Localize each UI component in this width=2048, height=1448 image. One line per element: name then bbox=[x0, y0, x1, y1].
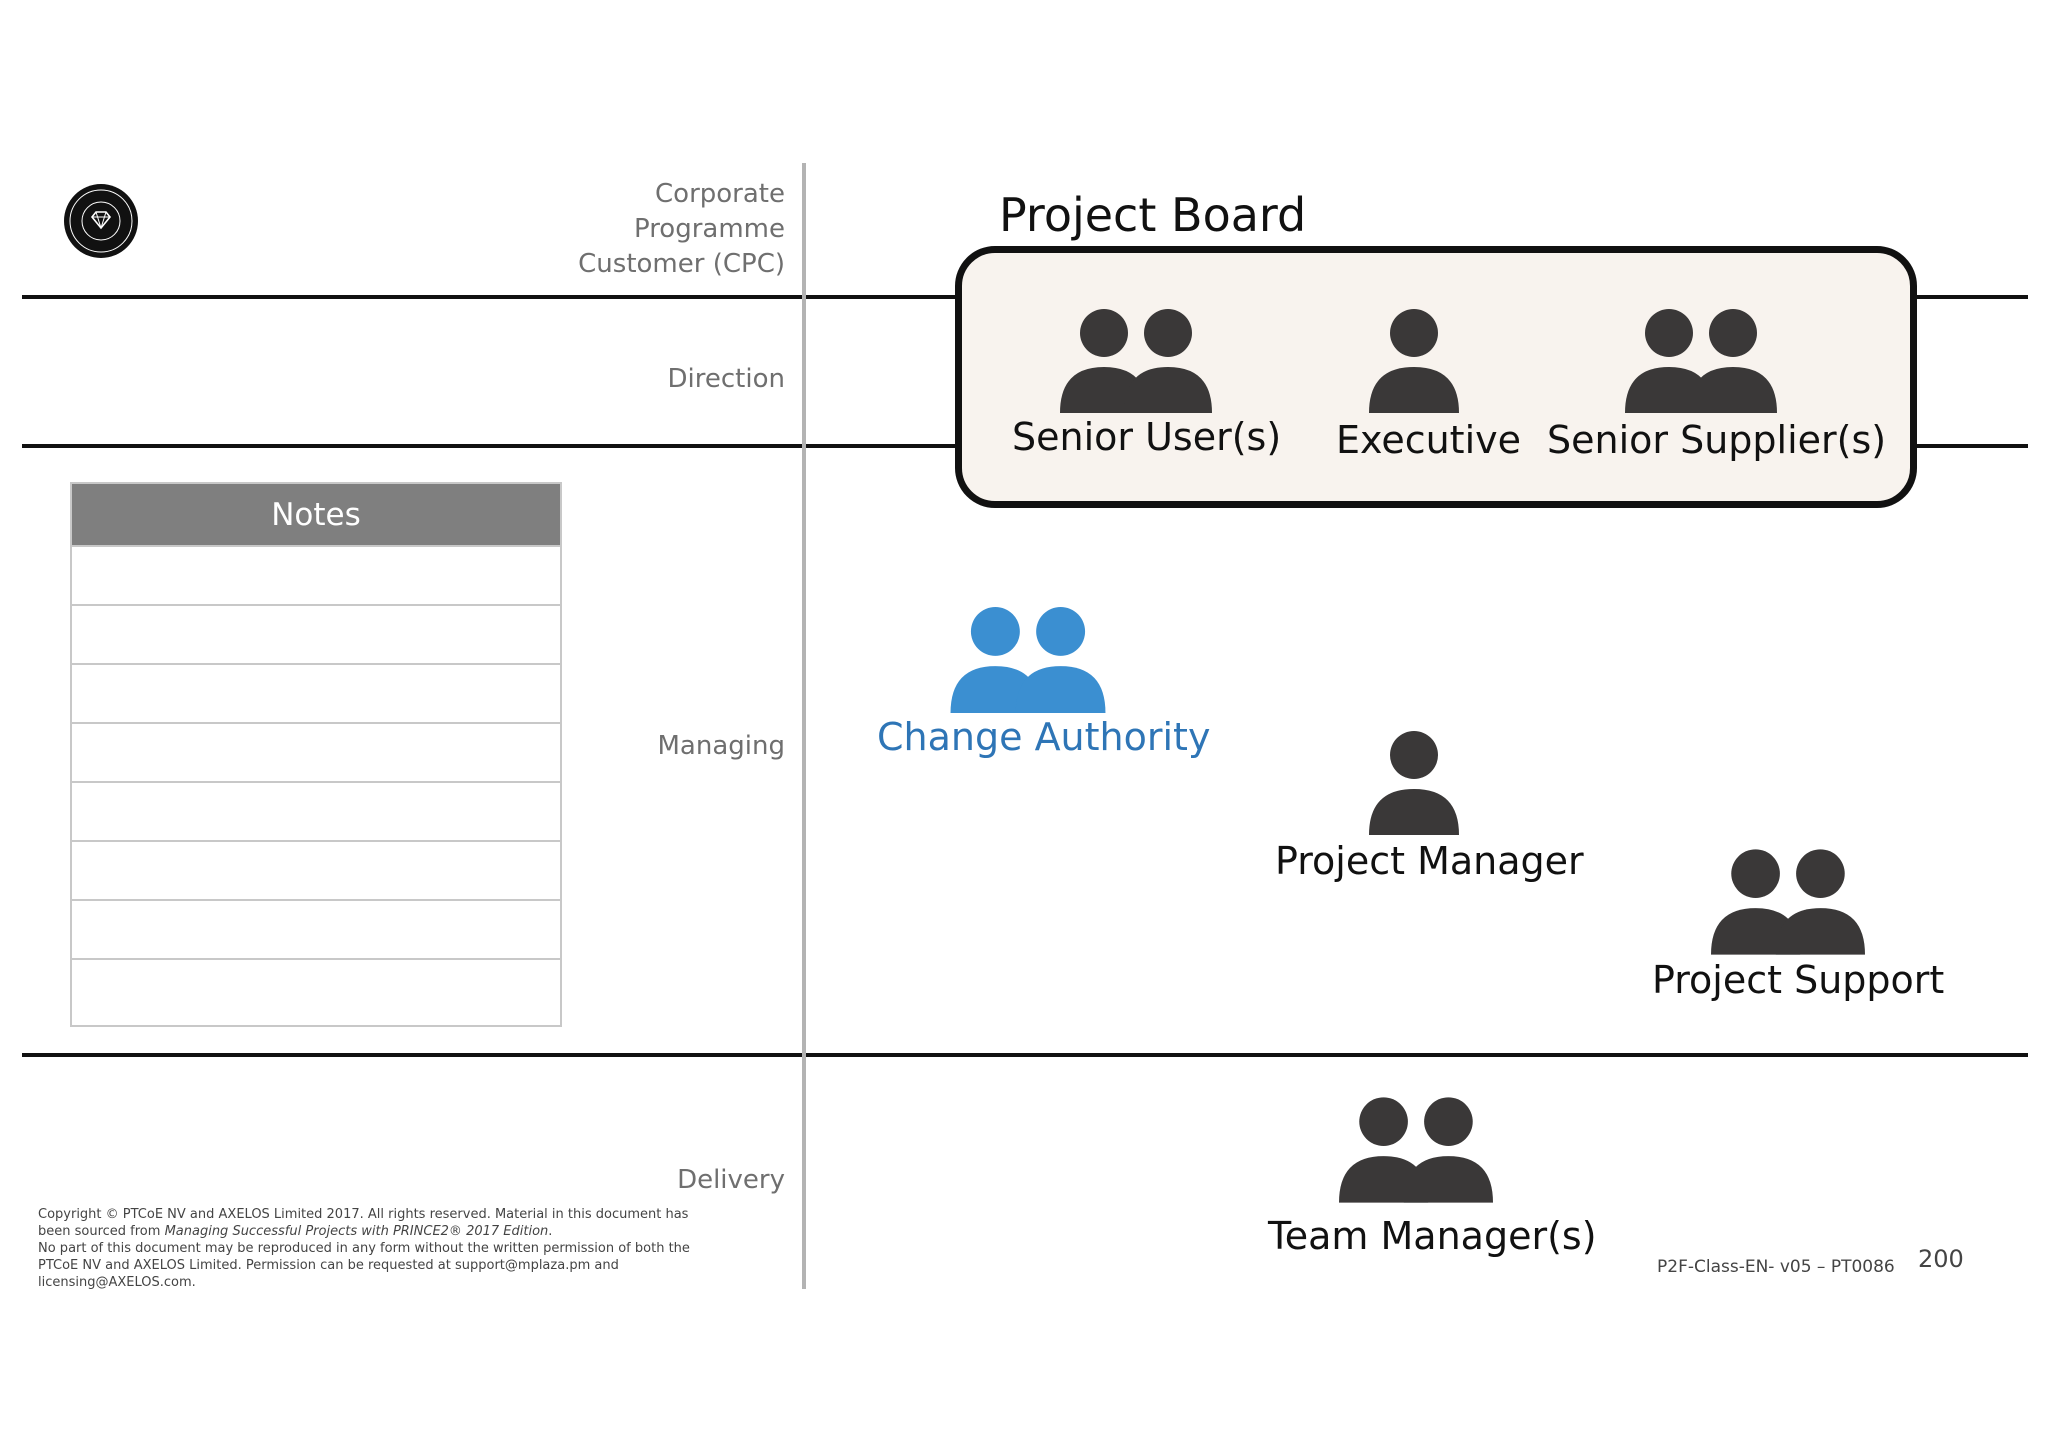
page-number: 200 bbox=[1918, 1245, 1964, 1273]
notes-header: Notes bbox=[72, 484, 560, 545]
document-code: P2F-Class-EN- v05 – PT0086 bbox=[1657, 1257, 1895, 1277]
change-authority-icon bbox=[950, 607, 1106, 713]
notes-row[interactable] bbox=[72, 545, 560, 604]
notes-row[interactable] bbox=[72, 663, 560, 722]
senior-users-icon bbox=[1060, 309, 1212, 413]
copyright-notice: Copyright © PTCoE NV and AXELOS Limited … bbox=[38, 1207, 690, 1290]
logo-seal-icon bbox=[64, 184, 138, 258]
project-support-icon bbox=[1711, 849, 1865, 955]
senior-users-label: Senior User(s) bbox=[1012, 415, 1282, 459]
layer-label-cpc: Corporate Programme Customer (CPC) bbox=[578, 179, 785, 279]
project-manager-label: Project Manager bbox=[1275, 839, 1584, 883]
vertical-divider bbox=[802, 163, 806, 1289]
notes-row[interactable] bbox=[72, 604, 560, 663]
team-managers-label: Team Manager(s) bbox=[1268, 1214, 1597, 1258]
senior-suppliers-icon bbox=[1625, 309, 1777, 413]
divider-managing-delivery bbox=[22, 1053, 2028, 1057]
project-board-title: Project Board bbox=[999, 188, 1307, 242]
layer-label-managing: Managing bbox=[657, 731, 786, 761]
team-managers-icon bbox=[1339, 1097, 1493, 1203]
notes-row[interactable] bbox=[72, 840, 560, 899]
project-manager-icon bbox=[1369, 731, 1459, 835]
notes-row[interactable] bbox=[72, 781, 560, 840]
project-support-label: Project Support bbox=[1652, 958, 1945, 1002]
notes-row[interactable] bbox=[72, 899, 560, 958]
notes-panel: Notes bbox=[70, 482, 562, 1027]
executive-label: Executive bbox=[1336, 418, 1522, 462]
executive-icon bbox=[1369, 309, 1459, 413]
notes-row[interactable] bbox=[72, 722, 560, 781]
layer-label-delivery: Delivery bbox=[677, 1165, 785, 1195]
senior-suppliers-label: Senior Supplier(s) bbox=[1547, 418, 1887, 462]
change-authority-label: Change Authority bbox=[877, 715, 1211, 759]
notes-row[interactable] bbox=[72, 958, 560, 1017]
layer-label-direction: Direction bbox=[667, 364, 785, 394]
